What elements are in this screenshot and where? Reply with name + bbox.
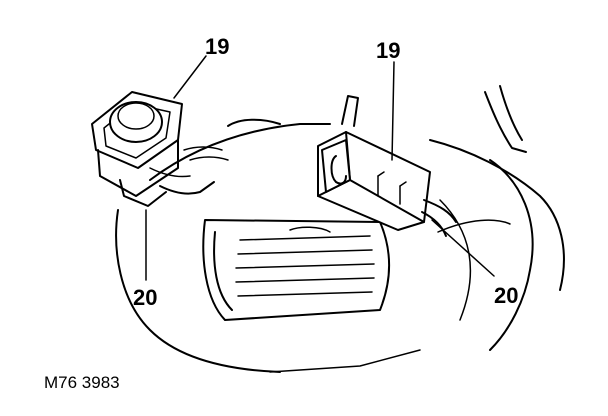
switch-right (317, 95, 457, 237)
callout-switch-left: 19 (205, 34, 229, 59)
dashboard-fascia (115, 85, 565, 373)
leader-switch-left (173, 55, 207, 99)
leader-switch-right (391, 61, 395, 161)
callout-connector-left: 20 (133, 285, 157, 310)
air-vent (202, 219, 390, 321)
leader-connector-right (431, 219, 495, 277)
callout-switch-right: 19 (376, 38, 400, 63)
figure-reference: M76 3983 (44, 373, 120, 392)
leader-lines (145, 55, 495, 281)
callout-connector-right: 20 (494, 283, 518, 308)
switch-left (91, 91, 229, 207)
